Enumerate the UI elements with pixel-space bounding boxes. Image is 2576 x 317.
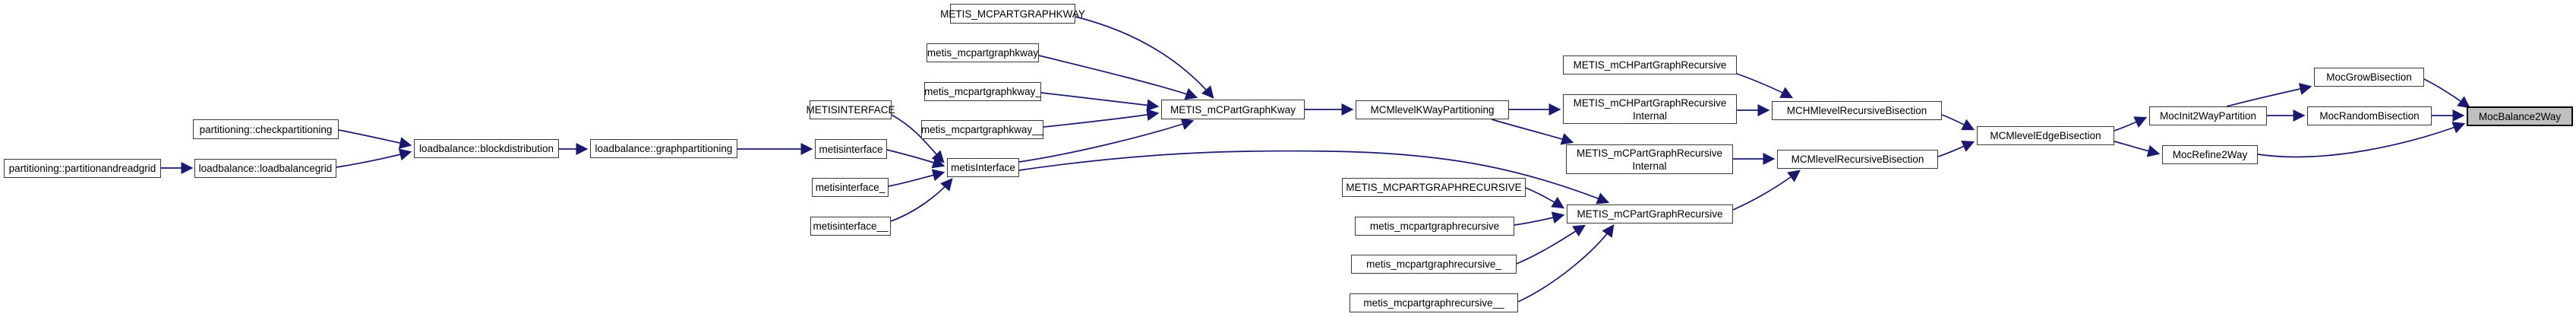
- edge-metisinterface-underscore2-to-metisinterface-camel: [890, 178, 953, 222]
- node-checkpartitioning[interactable]: partitioning::checkpartitioning: [193, 119, 339, 139]
- node-mocrefine2way[interactable]: MocRefine2Way: [2162, 145, 2258, 164]
- node-metis-mcpartgraphkway-api[interactable]: METIS_mCPartGraphKway: [1161, 100, 1305, 119]
- edge-metis-mcpartgraphkway-underscore2-to-metis-mcpartgraphkway-api: [1043, 108, 1160, 128]
- edge-mchmlevelrecursivebisection-to-mcmleveledgebisection: [1941, 114, 1975, 131]
- node-loadbalancegrid[interactable]: loadbalance::loadbalancegrid: [194, 159, 336, 178]
- edge-metis-mcpartgraphrecursive-api-to-mcmlevelrecursivebisection: [1732, 170, 1801, 211]
- edge-metis-mchpartgraphrecursive-to-mchmlevelrecursivebisection: [1736, 73, 1794, 99]
- node-mcpartgraphrecursive-caps[interactable]: METIS_MCPARTGRAPHRECURSIVE: [1342, 178, 1526, 197]
- node-mocbalance2way: MocBalance2Way: [2467, 106, 2573, 126]
- edge-mcmlevelkwaypartitioning-to-metis-mcpartgraphrecursive-internal: [1491, 119, 1574, 145]
- node-mocinit2waypartition[interactable]: MocInit2WayPartition: [2149, 106, 2267, 125]
- node-metis-mcpartgraphrecursive[interactable]: metis_mcpartgraphrecursive: [1355, 217, 1514, 236]
- edge-metis-mcpartgraphkway-to-metis-mcpartgraphkway-api: [1038, 55, 1198, 100]
- edge-mcmleveledgebisection-to-mocinit2waypartition: [2114, 116, 2148, 132]
- node-metisinterface-underscore[interactable]: metisinterface_: [812, 178, 889, 197]
- node-blockdistribution[interactable]: loadbalance::blockdistribution: [414, 139, 559, 158]
- node-metisinterface-underscore2[interactable]: metisinterface__: [810, 217, 891, 236]
- node-metisinterface[interactable]: metisinterface: [815, 139, 887, 159]
- node-mocrandombisection[interactable]: MocRandomBisection: [2307, 106, 2432, 125]
- edge-metis-mcpartgraphrecursive-to-metis-mcpartgraphrecursive-api: [1514, 211, 1565, 226]
- edge-mcpartgraphkway-caps-to-metis-mcpartgraphkway-api: [1075, 16, 1214, 99]
- edge-mocinit2waypartition-to-mocgrowbisection: [2226, 83, 2312, 107]
- node-metisinterface-camel[interactable]: metisInterface: [947, 158, 1019, 177]
- node-metisinterface-caps[interactable]: METISINTERFACE: [807, 100, 895, 119]
- node-metis-mchpartgraphrecursive-internal[interactable]: METIS_mCHPartGraphRecursive Internal: [1563, 94, 1737, 124]
- node-graphpartitioning[interactable]: loadbalance::graphpartitioning: [590, 139, 737, 158]
- edge-mocrefine2way-to-mocbalance2way: [2257, 122, 2466, 158]
- edge-mcmleveledgebisection-to-mocrefine2way: [2114, 141, 2161, 157]
- edge-metis-mcpartgraphrecursive-underscore2-to-metis-mcpartgraphrecursive-api: [1517, 224, 1615, 303]
- node-mchmlevelrecursivebisection[interactable]: MCHMlevelRecursiveBisection: [1772, 101, 1942, 120]
- edge-metisinterface-camel-to-metis-mcpartgraphrecursive-api: [1018, 150, 1610, 204]
- edge-metis-mcpartgraphrecursive-underscore-to-metis-mcpartgraphrecursive-api: [1516, 224, 1586, 265]
- edge-metisinterface-camel-to-metis-mcpartgraphkway-api: [1018, 118, 1195, 163]
- node-mocgrowbisection[interactable]: MocGrowBisection: [2314, 68, 2424, 87]
- edge-mcmlevelrecursivebisection-to-mcmleveledgebisection: [1937, 140, 1975, 157]
- node-metis-mcpartgraphrecursive-api[interactable]: METIS_mCPartGraphRecursive: [1567, 204, 1733, 223]
- edge-mcpartgraphrecursive-caps-to-metis-mcpartgraphrecursive-api: [1525, 187, 1565, 209]
- node-mcmlevelrecursivebisection[interactable]: MCMlevelRecursiveBisection: [1777, 150, 1938, 169]
- node-metis-mcpartgraphkway-underscore[interactable]: metis_mcpartgraphkway_: [924, 82, 1041, 101]
- node-mcmleveledgebisection[interactable]: MCMlevelEdgeBisection: [1977, 126, 2114, 145]
- edge-metisinterface-underscore-to-metisinterface-camel: [888, 169, 945, 187]
- edge-metis-mcpartgraphkway-underscore-to-metis-mcpartgraphkway-api: [1040, 92, 1160, 112]
- edge-checkpartitioning-to-blockdistribution: [338, 129, 412, 149]
- edge-mocgrowbisection-to-mocbalance2way: [2423, 78, 2470, 109]
- node-metis-mcpartgraphrecursive-underscore2[interactable]: metis_mcpartgraphrecursive__: [1350, 293, 1518, 312]
- node-metis-mchpartgraphrecursive[interactable]: METIS_mCHPartGraphRecursive: [1563, 55, 1737, 74]
- edge-loadbalancegrid-to-blockdistribution: [336, 148, 412, 168]
- node-metis-mcpartgraphrecursive-underscore[interactable]: metis_mcpartgraphrecursive_: [1351, 255, 1517, 274]
- node-metis-mcpartgraphkway[interactable]: metis_mcpartgraphkway: [927, 43, 1039, 62]
- edge-metisinterface-to-metisinterface-camel: [886, 149, 945, 169]
- node-metis-mcpartgraphkway-underscore2[interactable]: metis_mcpartgraphkway__: [921, 120, 1043, 139]
- node-mcpartgraphkway-caps[interactable]: METIS_MCPARTGRAPHKWAY: [940, 4, 1085, 24]
- node-mcmlevelkwaypartitioning[interactable]: MCMlevelKWayPartitioning: [1356, 100, 1509, 119]
- node-metis-mcpartgraphrecursive-internal[interactable]: METIS_mCPartGraphRecursive Internal: [1566, 144, 1733, 174]
- node-partitionandreadgrid[interactable]: partitioning::partitionandreadgrid: [4, 159, 161, 178]
